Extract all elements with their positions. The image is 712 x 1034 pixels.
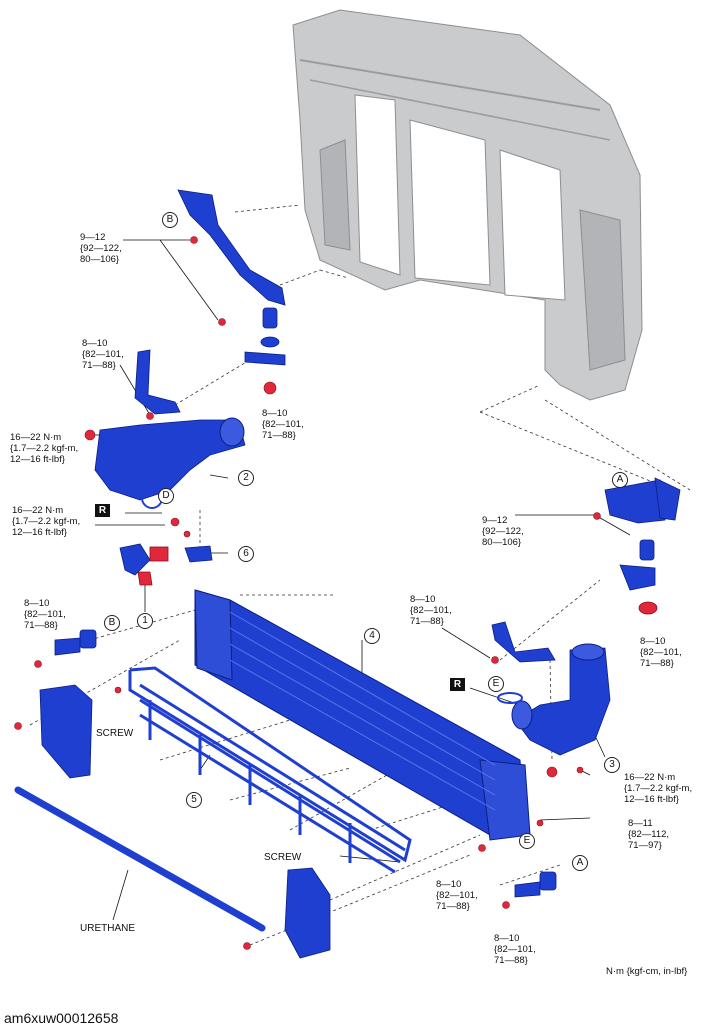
ref-letter-b-upper: B: [162, 212, 178, 228]
left-side-seal: [39, 684, 93, 779]
right-lower-bracket: [491, 621, 556, 663]
fasteners: [14, 236, 601, 950]
torque-callout-8: 8—10 {82—101, 71—88}: [410, 594, 452, 627]
screw-label-right: SCREW: [264, 852, 302, 863]
ref-letter-d: D: [158, 488, 174, 504]
torque-callout-6: 8—10 {82—101, 71—88}: [24, 598, 66, 631]
intercooler-4: [194, 589, 531, 841]
lower-right-mount: [514, 871, 557, 898]
document-id: am6xuw00012658: [4, 1010, 119, 1026]
ref-letter-a-upper: A: [612, 472, 628, 488]
part-number-5: 5: [186, 792, 202, 808]
ref-letter-e-lower: E: [519, 833, 535, 849]
left-lower-mount: [54, 629, 97, 656]
ref-letter-e-upper: E: [488, 676, 504, 692]
torque-callout-9: 8—10 {82—101, 71—88}: [640, 636, 682, 669]
right-upper-bracket: [604, 477, 681, 615]
intake-hose-3: [511, 643, 611, 756]
radiator-support-frame: [292, 9, 643, 401]
left-hose-bracket: [134, 349, 181, 415]
torque-callout-3: 8—10 {82—101, 71—88}: [262, 408, 304, 441]
part-number-1: 1: [137, 613, 153, 629]
torque-callout-5: 16—22 N·m {1.7—2.2 kgf-m, 12—16 ft-lbf}: [12, 505, 81, 538]
replace-marker-left: R: [95, 504, 110, 517]
unit-note: N·m {kgf-cm, in-lbf}: [606, 966, 688, 977]
intake-hose-2: [94, 417, 246, 501]
part-number-6: 6: [238, 546, 254, 562]
replace-marker-right: R: [450, 678, 465, 691]
lower-center-seal: [284, 867, 331, 959]
part-number-3: 3: [604, 757, 620, 773]
torque-callout-12: 8—10 {82—101, 71—88}: [436, 879, 478, 912]
torque-callout-7: 9—12 {92—122, 80—106}: [482, 515, 524, 548]
ref-letter-a-lower: A: [572, 855, 588, 871]
part-number-2: 2: [238, 470, 254, 486]
leader-lines: [29, 204, 691, 946]
torque-callout-2: 8—10 {82—101, 71—88}: [82, 338, 124, 371]
air-guide-5: [128, 666, 412, 874]
part-number-4: 4: [364, 628, 380, 644]
sensor-connector: [119, 543, 169, 586]
ref-letter-b-lower: B: [104, 615, 120, 631]
torque-callout-11: 8—11 {82—112, 71—97}: [628, 818, 670, 851]
upper-left-bracket: [177, 189, 286, 366]
clip-6: [184, 545, 213, 563]
torque-callout-10: 16—22 N·m {1.7—2.2 kgf-m, 12—16 ft-lbf}: [624, 772, 693, 805]
torque-callout-1: 9—12 {92—122, 80—106}: [80, 232, 122, 265]
urethane-label: URETHANE: [80, 923, 136, 934]
torque-callout-4: 16—22 N·m {1.7—2.2 kgf-m, 12—16 ft-lbf}: [10, 432, 79, 465]
o-ring-e: [497, 692, 523, 704]
screw-label-left: SCREW: [96, 728, 134, 739]
urethane-strip: [14, 786, 266, 932]
torque-callout-13: 8—10 {82—101, 71—88}: [494, 933, 536, 966]
